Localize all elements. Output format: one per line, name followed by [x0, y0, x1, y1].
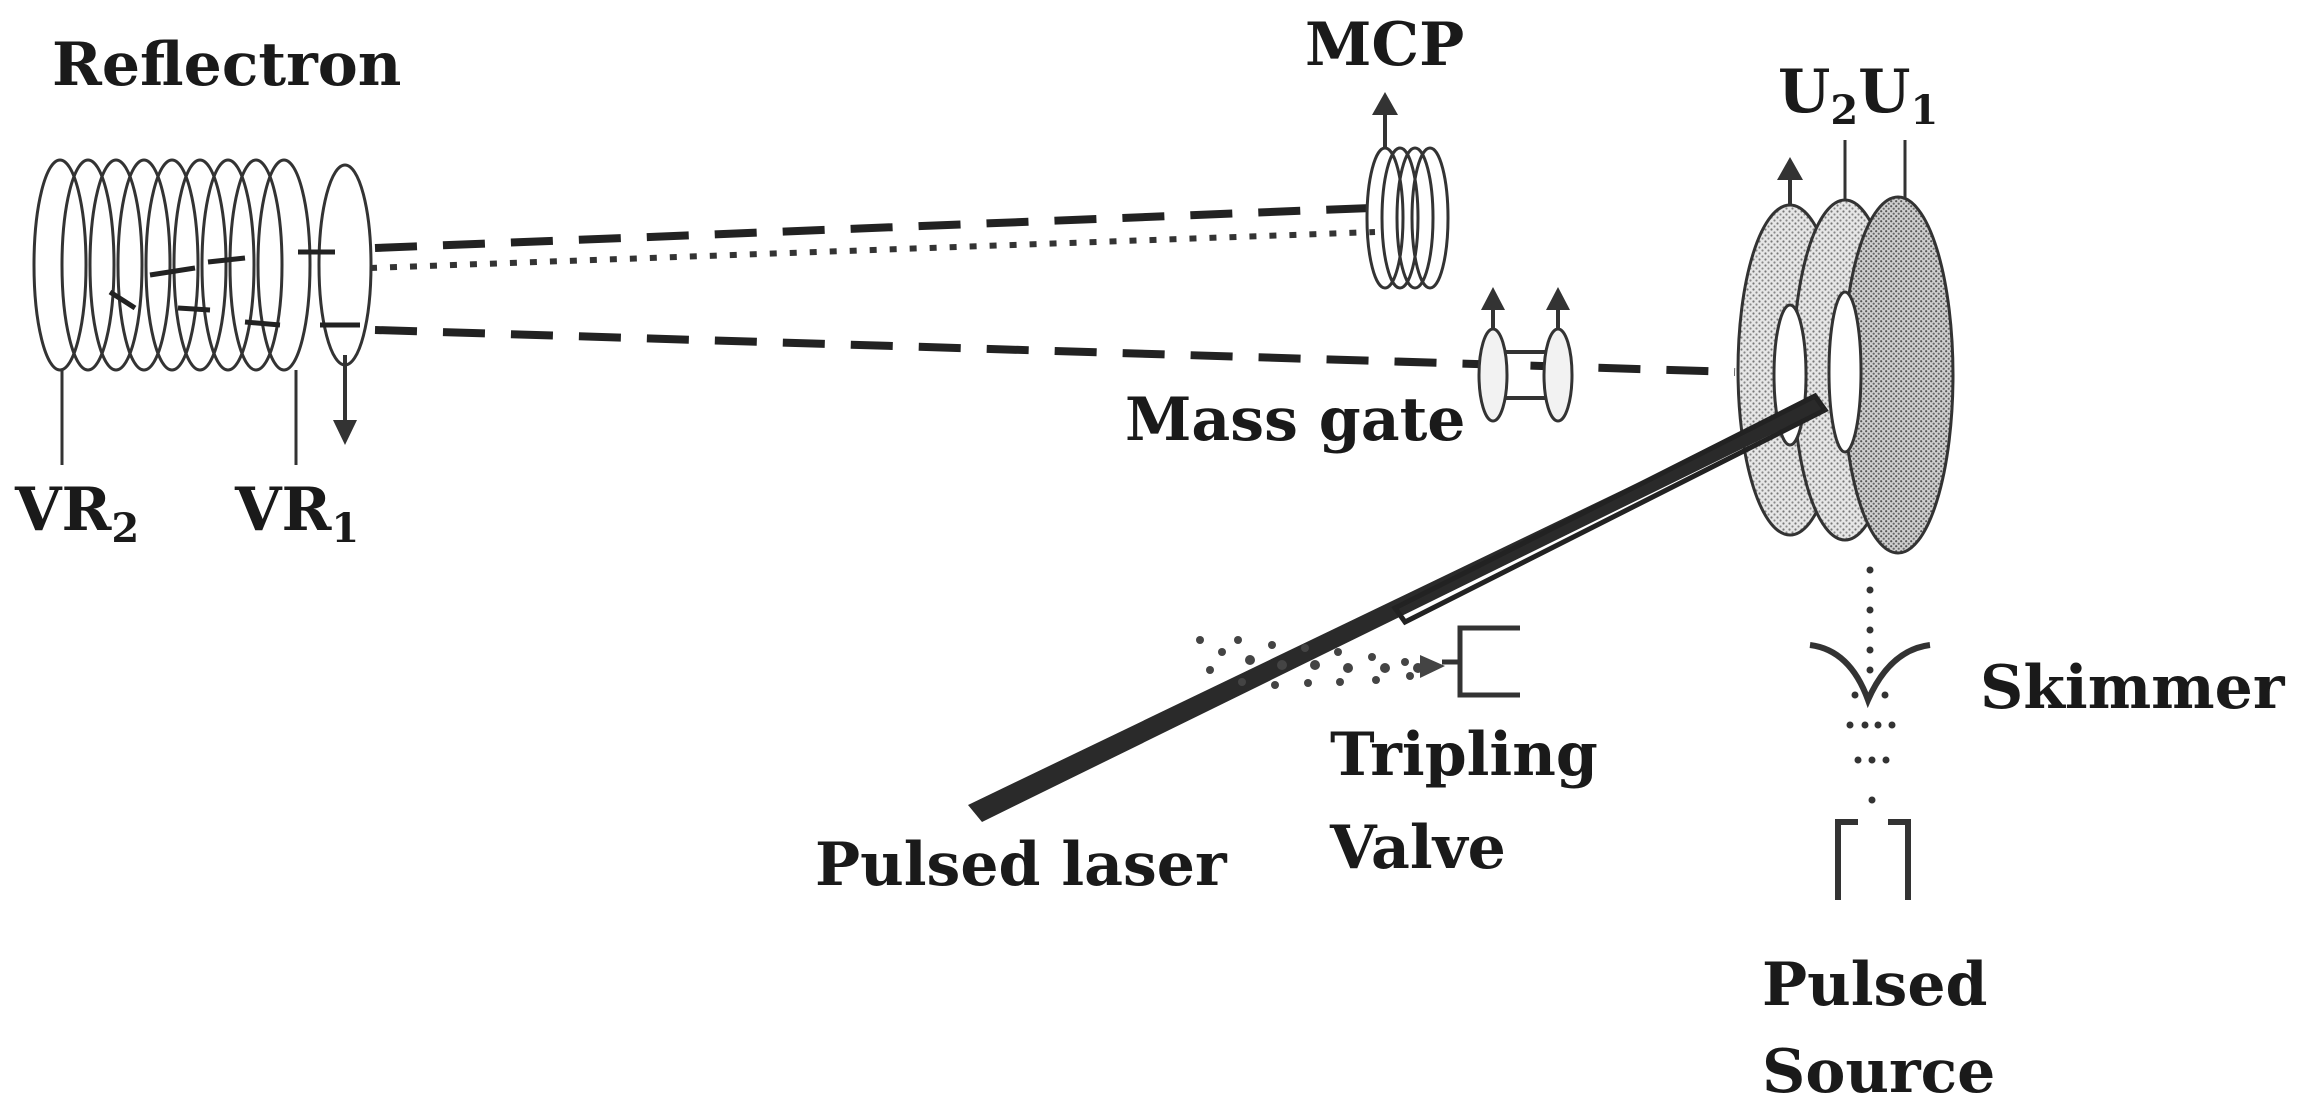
mass-gate-arrows-icon	[1481, 287, 1570, 330]
label-valve: Valve	[1329, 813, 1506, 883]
tripling-valve-body	[1442, 625, 1520, 698]
dotted-beam-path	[369, 229, 1376, 271]
extraction-plate-leads	[1843, 140, 1907, 200]
label-vr2: VR2	[14, 475, 139, 552]
mcp-arrow-icon	[1372, 92, 1398, 148]
skimmer-cone	[1809, 642, 1931, 709]
mass-gate-plates	[1477, 327, 1574, 423]
mcp-detector	[1365, 146, 1450, 290]
label-vr1: VR1	[234, 475, 359, 552]
label-mass-gate: Mass gate	[1125, 385, 1465, 455]
reflectron-inner-paths	[108, 249, 360, 328]
label-reflectron: Reflectron	[52, 30, 401, 100]
label-u2-u1: U2U1	[1778, 57, 1938, 134]
extraction-plates	[1736, 195, 1955, 555]
label-pulsed: Pulsed	[1762, 950, 1987, 1020]
flight-path-to-mcp	[374, 204, 1371, 252]
label-skimmer: Skimmer	[1980, 653, 2286, 723]
vr1-arrow-icon	[333, 355, 357, 445]
tripling-gas-jet	[1196, 636, 1445, 689]
label-source: Source	[1762, 1037, 1995, 1107]
flight-path-from-source	[374, 326, 1736, 376]
reflectron-rings	[32, 158, 373, 372]
mass-gate-connector	[1505, 350, 1545, 400]
laser-beam-outline	[1391, 392, 1829, 626]
molecular-beam-dots	[1846, 566, 1896, 804]
reflectron-leads	[60, 370, 298, 465]
pulsed-source-nozzle	[1835, 819, 1911, 900]
extraction-arrow-icon	[1777, 157, 1803, 205]
label-pulsed-laser: Pulsed laser	[815, 830, 1228, 900]
label-mcp: MCP	[1305, 10, 1464, 80]
label-tripling: Tripling	[1330, 720, 1598, 790]
